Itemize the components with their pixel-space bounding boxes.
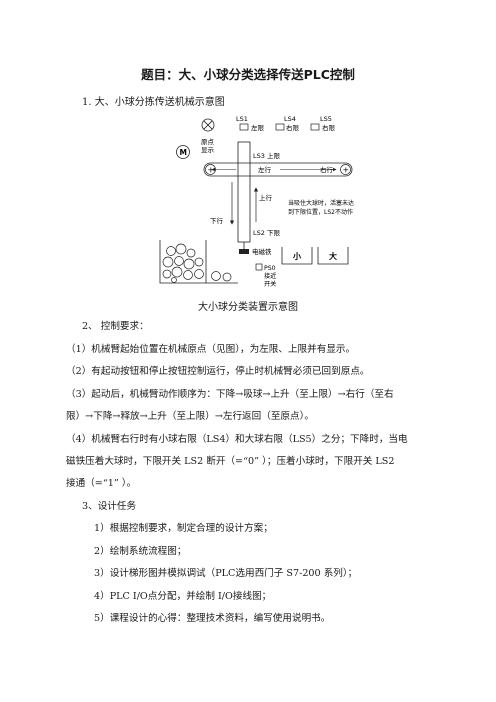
small-box-label: 小 <box>292 251 301 261</box>
origin-lamp-icon <box>201 118 215 132</box>
diagram-caption: 大小球分类装置示意图 <box>198 302 298 313</box>
left-move-label: 左行 <box>258 165 272 174</box>
task-line: 1）根据控制要求，制定合理的设计方案； <box>94 523 273 534</box>
ls2-label: LS2 下限 <box>253 228 280 237</box>
ls5-label: LS5 <box>320 115 332 123</box>
conveyor-belt <box>203 162 353 177</box>
requirement-line: 接通（=“1” ）。 <box>66 478 137 489</box>
origin-label-1: 原点 <box>201 138 215 146</box>
section-3-heading: 3、设计任务 <box>82 501 137 512</box>
ls1-switch-icon <box>239 123 249 131</box>
right-pulley-icon <box>340 164 351 175</box>
ps0-label-2: 接近 <box>264 272 276 280</box>
balls <box>162 243 232 283</box>
ls3-label: LS3 上限 <box>253 151 280 160</box>
ball-bin <box>159 240 207 284</box>
down-move-label: 下行 <box>210 216 224 225</box>
origin-label-2: 显示 <box>201 146 215 154</box>
task-line: 3）设计梯形图并模拟调试（PLC选用西门子 S7-200 系列）； <box>94 568 358 579</box>
right-move-label: 右行 <box>320 165 334 174</box>
magnet-icon <box>239 249 249 254</box>
ps0-label-3: 开关 <box>264 280 276 288</box>
requirement-line: （3）起动后，机械臂动作顺序为：下降→吸球→上升（至上限）→右行（至右 <box>66 389 394 400</box>
requirement-line: 磁铁压着大球时，下限开关 LS2 断开（=“0” ）；压着小球时，下限开关 LS… <box>66 456 395 467</box>
ls4-text: 右限 <box>286 123 300 132</box>
requirement-line: （2）有起动按钮和停止按钮控制运行，停止时机械臂必须已回到原点。 <box>66 366 370 377</box>
small-ball-box <box>281 247 313 265</box>
motor-icon <box>176 145 190 159</box>
big-ball-box <box>317 247 349 265</box>
ps0-switch-icon <box>255 263 263 271</box>
svg-text:+: + <box>343 166 350 175</box>
requirement-line: 限）→下降→释放→上升（至上限）→左行返回（至原点）。 <box>66 411 315 422</box>
motor-label: M <box>180 148 187 157</box>
document-title: 题目：大、小球分类选择传送PLC控制 <box>141 67 355 82</box>
section-1-heading: 1. 大、小球分拣传送机械示意图 <box>82 97 225 108</box>
task-line: 4）PLC I/O点分配，并绘制 I/O接线图； <box>94 591 272 602</box>
requirement-line: （4）机械臂右行时有小球右限（LS4）和大球右限（LS5）之分；下降时，当电 <box>66 434 408 445</box>
section-2-heading: 2、 控制要求： <box>82 321 149 332</box>
magnet-label: 电磁铁 <box>252 247 272 256</box>
note-line-2: 到下限位置，LS2不动作 <box>288 208 353 216</box>
arm-column <box>237 141 251 243</box>
task-line: 5）课程设计的心得：整理技术资料，编写使用说明书。 <box>94 613 331 624</box>
note-line-1: 当吸住大球时，活塞未达 <box>288 199 354 207</box>
ps0-label: PS0 <box>264 265 276 272</box>
ls4-label: LS4 <box>284 115 296 123</box>
svg-text:+: + <box>208 166 215 175</box>
ball-sorting-diagram: 原点 显示 LS1 左限 LS4 右限 LS5 右限 M LS3 上限 + + … <box>159 115 354 288</box>
ls1-label: LS1 <box>236 115 248 123</box>
ls4-switch-icon <box>275 123 285 131</box>
ls5-text: 右限 <box>322 123 336 132</box>
up-move-label: 上行 <box>259 193 273 202</box>
ls5-switch-icon <box>310 123 320 131</box>
requirement-line: （1）机械臂起始位置在机械原点（见图），为左限、上限并有显示。 <box>66 344 356 355</box>
ls1-text: 左限 <box>251 123 265 132</box>
big-box-label: 大 <box>329 251 337 261</box>
task-line: 2）绘制系统流程图； <box>94 546 187 557</box>
